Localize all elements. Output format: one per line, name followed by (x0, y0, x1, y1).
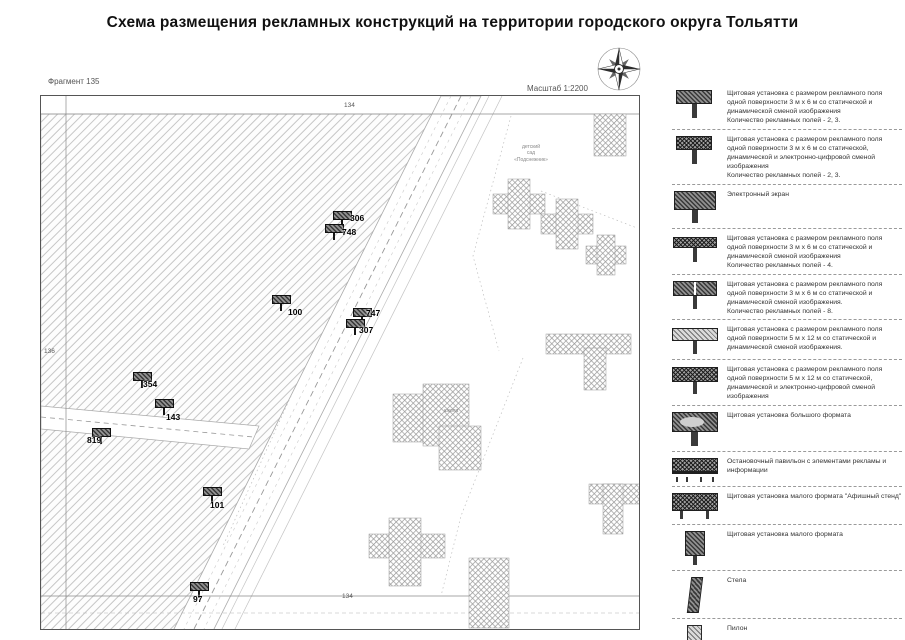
billboard-3x6-8fields-icon (672, 279, 718, 311)
edge-reference-label: 134 (342, 593, 353, 600)
marker-pole (354, 328, 356, 335)
edge-reference-label: 134 (344, 102, 355, 109)
map-marker-100: 100 (272, 295, 302, 317)
map-marker-819: 819 (87, 428, 111, 445)
billboard-3x6-static-icon (672, 88, 718, 120)
legend-item: Электронный экран (672, 183, 902, 228)
bus-stop-pavilion-icon (672, 456, 718, 483)
legend-item: Щитовая установка с размером рекламного … (672, 273, 902, 320)
map-marker-101: 101 (203, 487, 224, 510)
billboard-5x12-digital-icon (672, 364, 718, 396)
billboard-marker-icon (333, 211, 352, 220)
marker-number: 143 (166, 412, 181, 422)
legend-item-text: Щитовая установка малого формата (727, 531, 843, 539)
map-marker-748: 748 (325, 224, 356, 240)
billboard-3x6-4fields-icon (672, 233, 718, 265)
legend: Щитовая установка с размером рекламного … (672, 84, 902, 640)
marker-pole (333, 233, 335, 240)
compass-rose-icon (596, 46, 642, 92)
marker-pole (341, 220, 343, 227)
edge-reference-label: 136 (44, 348, 55, 355)
marker-pole (280, 304, 282, 311)
legend-item-text: Щитовая установка малого формата "Афишны… (727, 493, 902, 501)
pylon-icon (672, 623, 718, 640)
billboard-marker-icon (272, 295, 291, 304)
billboard-marker-icon (92, 428, 111, 437)
marker-number: 306 (350, 213, 365, 223)
legend-item-text: Щитовая установка с размером рекламного … (727, 90, 883, 124)
legend-item: Щитовая установка малого формата (672, 524, 902, 570)
marker-pole (198, 591, 200, 598)
billboard-marker-icon (325, 224, 344, 233)
legend-item-text: Остановочный павильон с элементами рекла… (727, 458, 887, 475)
area-label: детский сад «Подснежник» (514, 144, 548, 163)
marker-number: 354 (143, 379, 158, 389)
legend-item-text: Пилон (727, 625, 748, 633)
marker-number: 100 (288, 307, 303, 317)
area-label: школа (443, 408, 459, 414)
marker-number: 97 (193, 594, 203, 604)
marker-number: 748 (342, 227, 357, 237)
legend-item: Щитовая установка с размером рекламного … (672, 84, 902, 129)
legend-item-text: Стела (727, 577, 747, 585)
legend-item-text: Электронный экран (727, 190, 789, 198)
billboard-large-format-icon (672, 410, 718, 448)
billboard-5x12-static-icon (672, 324, 718, 356)
billboard-marker-icon (190, 582, 209, 591)
scale-label: Масштаб 1:2200 (527, 84, 588, 93)
map-marker-306: 306 (333, 211, 364, 227)
legend-item-text: Щитовая установка большого формата (727, 412, 851, 420)
marker-pole (163, 408, 165, 415)
page-title: Схема размещения рекламных конструкций н… (106, 14, 799, 31)
billboard-marker-icon (346, 319, 365, 328)
map-marker-97: 97 (190, 582, 209, 604)
legend-item: Пилон (672, 618, 902, 640)
map-drawing (41, 96, 639, 629)
marker-number: 819 (87, 435, 102, 445)
stela-icon (672, 575, 718, 615)
map-marker-354: 354 (133, 372, 157, 389)
marker-pole (211, 496, 213, 503)
legend-item-text: Щитовая установка с размером рекламного … (727, 326, 883, 352)
fragment-label: Фрагмент 135 (48, 77, 100, 86)
map-marker-143: 143 (155, 399, 180, 422)
marker-pole (100, 437, 102, 444)
legend-item-text: Щитовая установка с размером рекламного … (727, 135, 883, 179)
marker-pole (141, 381, 143, 388)
legend-item: Щитовая установка большого формата (672, 405, 902, 451)
billboard-marker-icon (203, 487, 222, 496)
small-format-billboard-icon (672, 529, 718, 567)
billboard-marker-icon (353, 308, 372, 317)
marker-number: 747 (366, 308, 381, 318)
legend-item: Щитовая установка с размером рекламного … (672, 319, 902, 359)
map-canvas: 134 136 134 детский сад «Подснежник» школа 3… (40, 95, 640, 630)
billboard-3x6-digital-icon (672, 134, 718, 166)
legend-item-text: Щитовая установка с размером рекламного … (727, 280, 883, 315)
legend-item: Стела (672, 570, 902, 618)
poster-stand-icon (672, 491, 718, 521)
legend-item: Щитовая установка малого формата "Афишны… (672, 486, 902, 524)
legend-item-text: Щитовая установка с размером рекламного … (727, 234, 883, 269)
map-marker-307: 307 (346, 319, 373, 335)
legend-item: Щитовая установка с размером рекламного … (672, 359, 902, 405)
billboard-marker-icon (155, 399, 174, 408)
legend-item: Щитовая установка с размером рекламного … (672, 128, 902, 184)
legend-item: Щитовая установка с размером рекламного … (672, 227, 902, 274)
legend-item: Остановочный павильон с элементами рекла… (672, 451, 902, 486)
billboard-marker-icon (133, 372, 152, 381)
marker-number: 101 (210, 500, 225, 510)
electronic-screen-icon (672, 189, 718, 225)
legend-item-text: Щитовая установка с размером рекламного … (727, 366, 883, 401)
marker-number: 307 (359, 325, 374, 335)
